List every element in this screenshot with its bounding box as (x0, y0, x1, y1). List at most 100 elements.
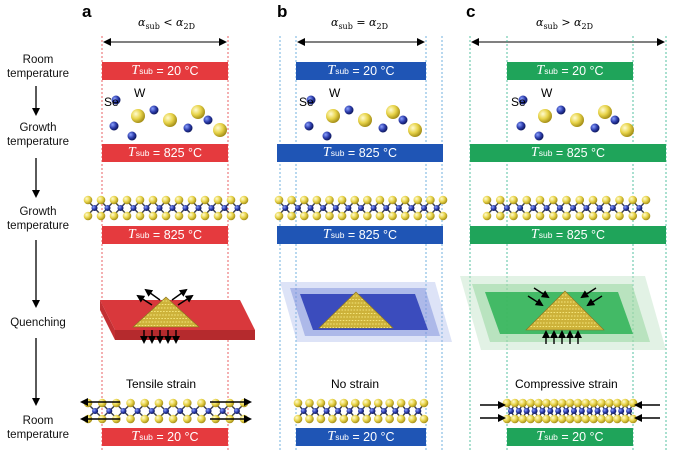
strain-arrow-icon (580, 287, 597, 299)
w-atom-icon (120, 408, 127, 414)
se-atom-icon (337, 195, 347, 205)
se-atom-icon (628, 398, 638, 408)
alpha-sub: 2D (581, 22, 593, 32)
row-label-line: Growth (19, 206, 57, 218)
w-atom-icon (563, 408, 570, 414)
se-atom-icon (509, 195, 518, 205)
w-atom-icon (169, 205, 176, 211)
se-atom-icon (97, 398, 107, 408)
se-atom-icon (109, 195, 119, 205)
se-atom-icon (598, 105, 612, 119)
se-atom-icon (140, 398, 150, 408)
temp-value: = 825 °C (347, 228, 398, 242)
strain-arrow-icon (171, 288, 188, 301)
se-atom-icon (562, 195, 571, 205)
se-atom-icon (362, 398, 372, 408)
se-atom-icon (350, 195, 359, 205)
se-atom-icon (135, 195, 145, 205)
row-label-line: temperature (6, 429, 69, 441)
w-atom-icon (320, 205, 327, 211)
alpha-sub: 2D (376, 22, 388, 32)
w-atom-icon (203, 115, 213, 125)
w-atom-icon (543, 205, 550, 211)
w-atom-icon (117, 205, 124, 211)
se-atom-icon (620, 123, 634, 137)
se-atom-icon (213, 123, 227, 137)
strain-arrow-icon (144, 288, 161, 301)
w-atom-icon (92, 408, 99, 414)
se-atom-icon (605, 398, 614, 408)
se-atom-icon (168, 398, 178, 408)
se-atom-icon (122, 211, 132, 221)
w-atom-icon (332, 205, 339, 211)
se-atom-icon (510, 398, 520, 408)
se-atom-icon (373, 414, 383, 424)
temp-sub: sub (135, 230, 150, 240)
w-atom-icon (335, 408, 342, 414)
se-atom-icon (482, 195, 492, 205)
alpha-sub: 2D (183, 22, 195, 32)
panel-letter-a: a (82, 2, 92, 21)
se-atom-icon (350, 211, 359, 221)
se-atom-icon (535, 195, 545, 205)
se-atom-icon (182, 414, 192, 424)
alpha-relation-c: αsub > α2D (536, 16, 593, 31)
se-atom-icon (413, 195, 423, 205)
se-atom-icon (239, 211, 249, 221)
w-atom-icon (304, 121, 314, 131)
se-atom-icon (328, 414, 337, 424)
se-atom-icon (126, 414, 135, 424)
temp-sub: sub (330, 148, 345, 158)
se-atom-icon (385, 398, 394, 408)
se-atom-icon (148, 195, 158, 205)
se-atom-icon (570, 113, 584, 127)
se-atom-icon (293, 398, 303, 408)
temp-symbol: T (327, 63, 336, 78)
se-atom-icon (388, 195, 397, 205)
se-atom-icon (83, 195, 93, 205)
temp-sub: sub (544, 66, 558, 76)
se-atom-icon (83, 398, 93, 408)
se-atom-icon (597, 414, 606, 424)
se-atom-icon (226, 195, 236, 205)
se-atom-icon (565, 398, 575, 408)
w-atom-icon (398, 115, 408, 125)
se-atom-icon (575, 195, 585, 205)
w-atom-icon (578, 408, 585, 414)
w-atom-icon (149, 105, 159, 115)
w-atom-icon (345, 205, 352, 211)
se-atom-icon (413, 211, 423, 221)
se-atom-icon (542, 398, 551, 408)
w-atom-icon (415, 408, 422, 414)
w-atom-icon (408, 205, 415, 211)
w-atom-icon (191, 408, 198, 414)
temp-symbol: T (127, 227, 136, 242)
w-atom-icon (306, 95, 316, 105)
temp-sub: sub (330, 230, 345, 240)
se-atom-icon (426, 195, 435, 205)
se-atom-icon (187, 211, 197, 221)
se-atom-icon (588, 195, 598, 205)
alpha-symbol: α (574, 16, 582, 29)
se-atom-icon (197, 398, 206, 408)
row-label-line: Quenching (10, 317, 66, 329)
w-atom-icon (282, 205, 289, 211)
se-atom-icon (213, 211, 223, 221)
se-atom-icon (182, 398, 192, 408)
w-atom-icon (583, 205, 590, 211)
temp-value: = 20 °C (352, 430, 395, 444)
w-atom-icon (523, 408, 530, 414)
w-atom-icon (555, 408, 562, 414)
w-atom-icon (518, 95, 528, 105)
se-atom-icon (293, 414, 303, 424)
se-atom-icon (299, 195, 309, 205)
se-atom-icon (305, 414, 314, 424)
w-atom-icon (534, 131, 544, 141)
se-atom-icon (518, 414, 528, 424)
w-atom-icon (358, 408, 364, 414)
temp-sub: sub (139, 66, 153, 76)
se-atom-icon (542, 414, 551, 424)
